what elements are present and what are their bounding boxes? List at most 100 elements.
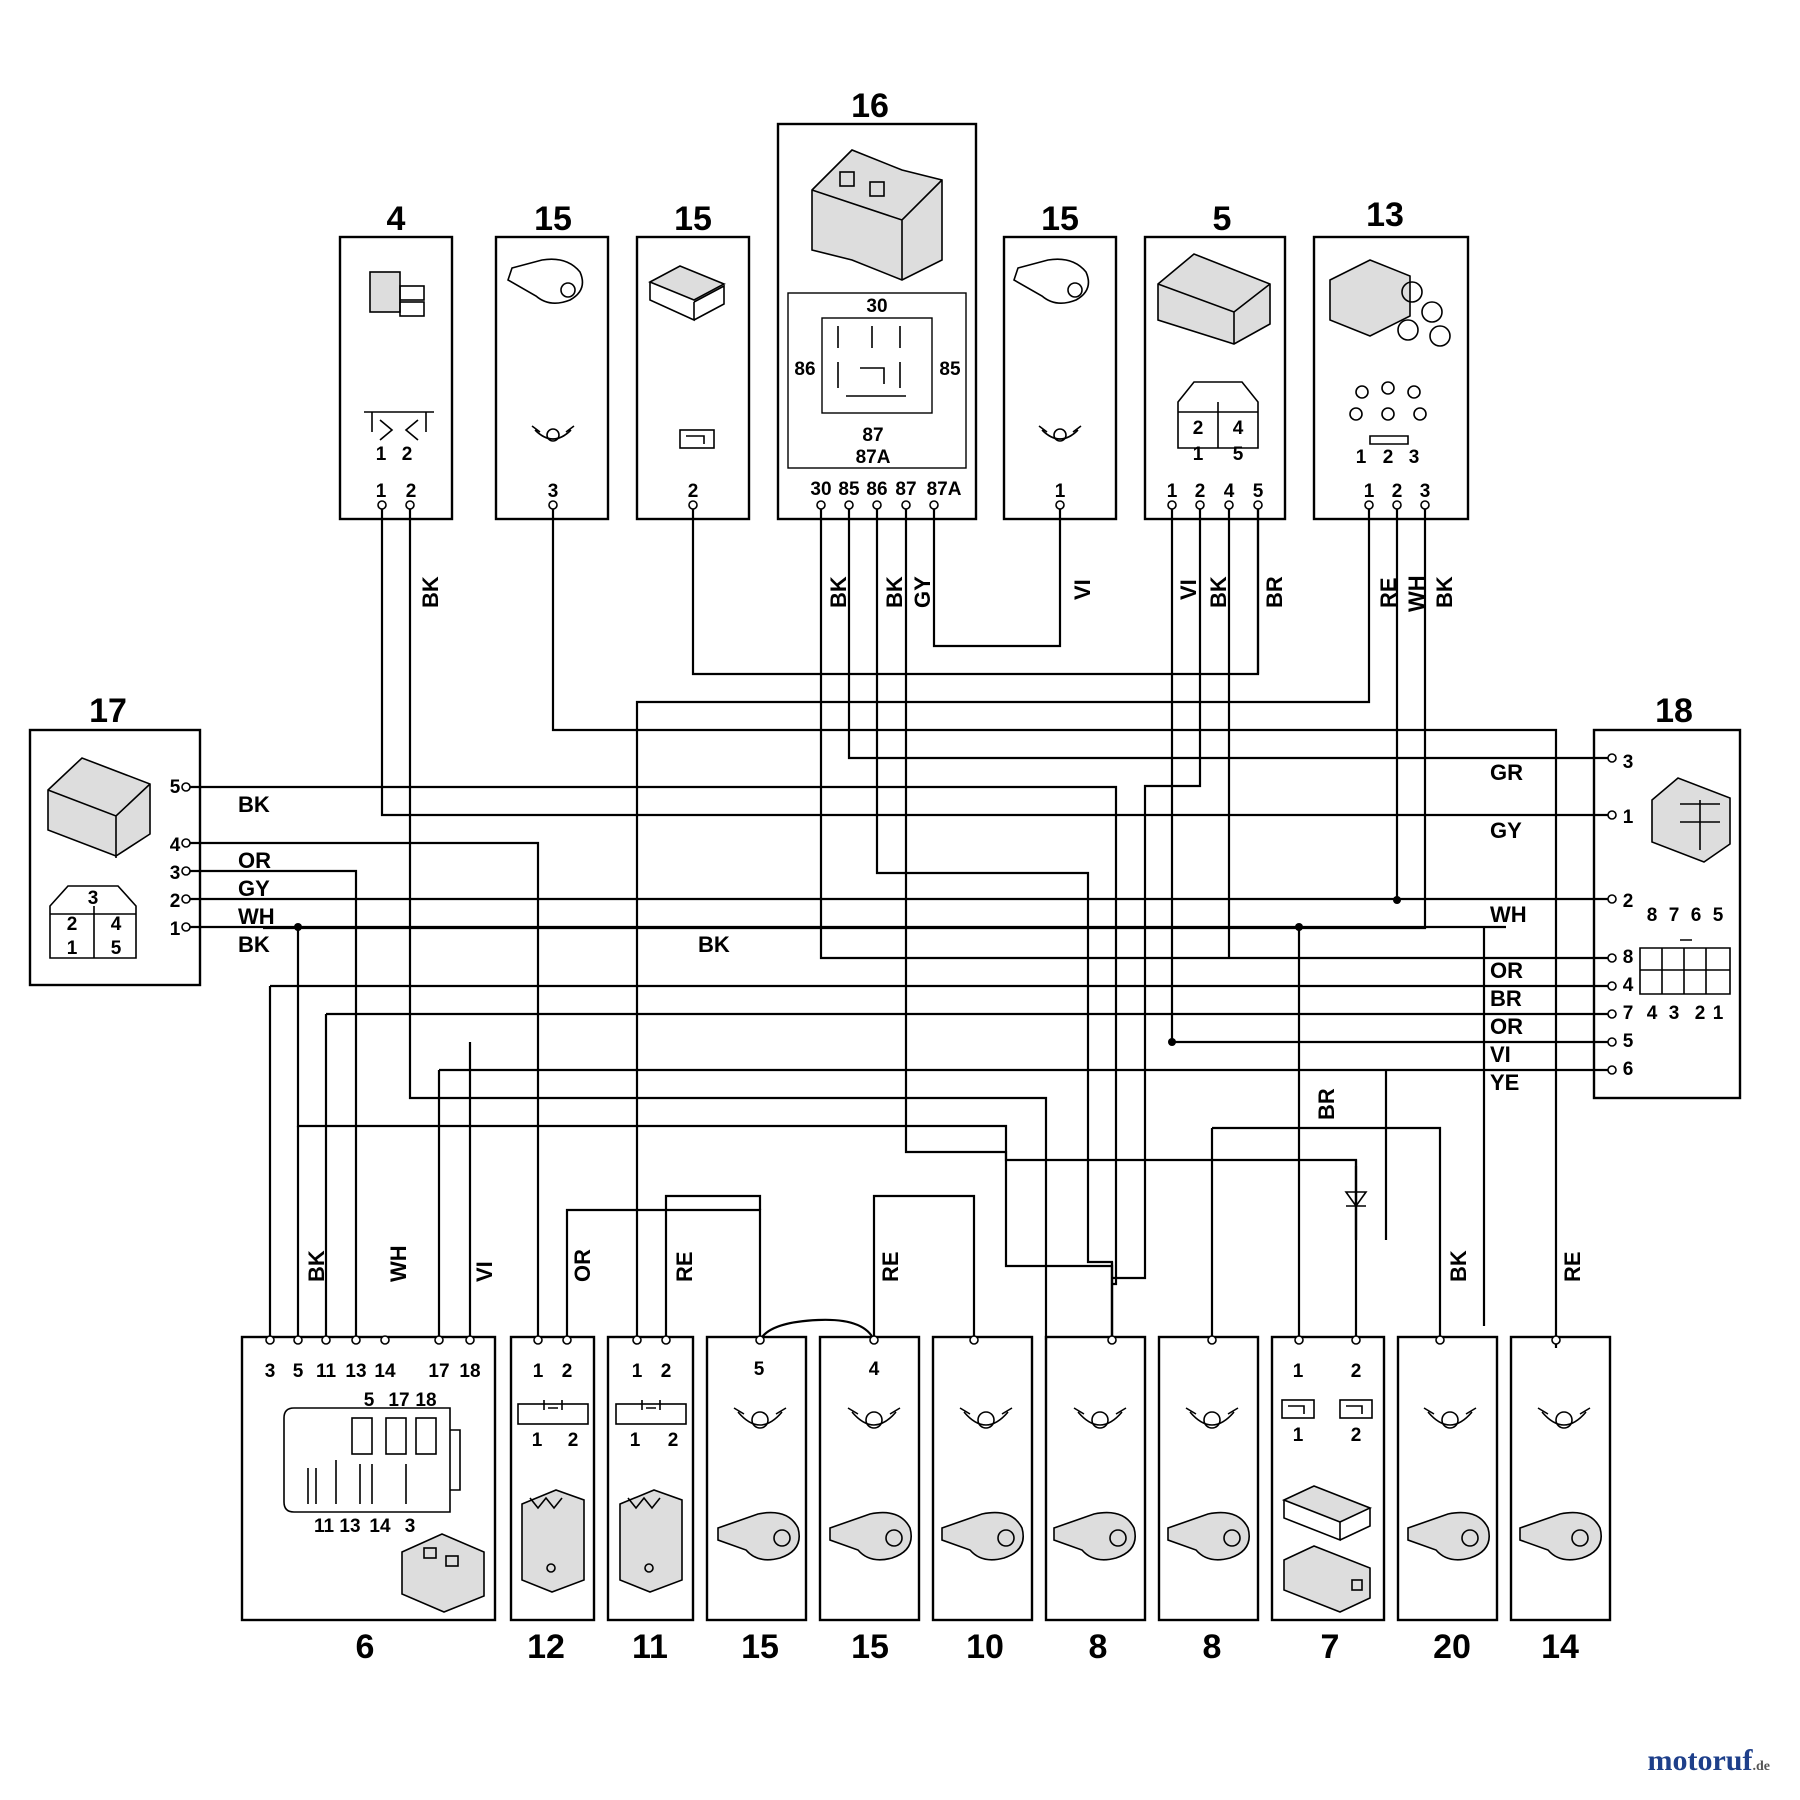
svg-text:1: 1 [1356,447,1367,468]
svg-text:2: 2 [1695,1003,1706,1024]
ecu-connector-icon [283,1407,485,1613]
connector-icon [364,271,434,441]
wire-label: BK [1446,1250,1471,1282]
svg-text:13: 13 [1366,196,1404,234]
svg-text:5: 5 [1623,1031,1634,1052]
svg-text:1: 1 [67,938,78,959]
svg-text:3: 3 [170,863,181,884]
svg-text:3: 3 [548,481,559,502]
svg-text:15: 15 [534,200,572,238]
wire-label: WH [1404,575,1429,612]
component-15-b: 15 2 [635,200,751,521]
svg-text:1: 1 [170,919,181,940]
svg-text:5: 5 [1713,905,1724,926]
component-13: 13 1 2 3 1 2 3 [1312,196,1470,521]
connector-housing-icon [1651,777,1731,863]
svg-text:14: 14 [374,1361,396,1382]
svg-text:18: 18 [1655,692,1693,730]
svg-text:4: 4 [387,200,406,238]
svg-text:6: 6 [356,1628,375,1666]
component-5: 5 2 4 1 5 1 2 4 5 [1143,200,1287,521]
svg-text:3: 3 [1669,1003,1680,1024]
svg-text:7: 7 [1321,1628,1340,1666]
svg-text:2: 2 [1383,447,1394,468]
svg-text:3: 3 [405,1516,416,1537]
svg-text:4: 4 [1647,1003,1658,1024]
wire-label: OR [570,1249,595,1282]
svg-text:14: 14 [369,1516,391,1537]
svg-text:6: 6 [1623,1059,1634,1080]
svg-text:86: 86 [794,359,815,380]
svg-text:87A: 87A [856,447,891,468]
wire-label: RE [878,1251,903,1282]
svg-text:1: 1 [1713,1003,1724,1024]
svg-text:13: 13 [345,1361,366,1382]
blade-connector-icon [1281,1485,1373,1613]
svg-text:1: 1 [376,481,387,502]
svg-text:8: 8 [1089,1628,1108,1666]
svg-text:20: 20 [1433,1628,1471,1666]
svg-text:4: 4 [1224,481,1235,502]
svg-text:1: 1 [532,1430,543,1451]
ring-terminal-icon [1519,1407,1602,1561]
ring-terminal-icon [717,1407,800,1561]
svg-text:1: 1 [1293,1425,1304,1446]
component-17: 17 3 2 4 1 5 5 4 3 2 1 [28,692,202,987]
svg-text:1: 1 [376,444,387,465]
svg-text:17: 17 [388,1390,409,1411]
svg-text:15: 15 [674,200,712,238]
svg-text:18: 18 [415,1390,436,1411]
component-20: 20 [1396,1335,1499,1666]
component-15-a: 15 3 [494,200,610,521]
wire-color-labels: BK BK BK GY VI VI BK BR RE WH BK BK OR G… [238,575,1585,1282]
svg-text:10: 10 [966,1628,1004,1666]
wire-label: YE [1490,1070,1519,1095]
svg-text:4: 4 [1233,418,1244,439]
wires [183,505,1610,1348]
svg-text:8: 8 [1623,947,1634,968]
svg-text:2: 2 [688,481,699,502]
svg-text:87A: 87A [927,479,962,500]
component-12: 12 1 2 1 2 [509,1335,596,1666]
ring-terminal-icon [829,1407,912,1561]
connector-icon [619,1489,683,1593]
wire-label: RE [1560,1251,1585,1282]
svg-text:30: 30 [810,479,831,500]
relay-socket-icon [811,149,943,281]
svg-text:5: 5 [293,1361,304,1382]
svg-text:1: 1 [1055,481,1066,502]
svg-text:2: 2 [1195,481,1206,502]
svg-text:2: 2 [1193,418,1204,439]
diode-symbol [1344,1190,1368,1240]
svg-text:85: 85 [939,359,961,380]
svg-text:15: 15 [1041,200,1079,238]
wire-label: GY [238,876,270,901]
wire-label: BK [826,576,851,608]
svg-text:3: 3 [88,888,99,909]
wire-label: VI [1490,1042,1511,1067]
svg-text:14: 14 [1541,1628,1579,1666]
wire-label: VI [1070,579,1095,600]
svg-text:2: 2 [661,1361,672,1382]
connector-icon [521,1489,585,1593]
svg-text:1: 1 [1623,807,1634,828]
svg-text:15: 15 [741,1628,779,1666]
svg-text:85: 85 [838,479,860,500]
wire-label: BK [238,792,270,817]
wire-label: BK [698,932,730,957]
wire-label: BK [882,576,907,608]
component-7: 7 1 2 1 2 [1270,1335,1386,1666]
wire-label: BK [1432,576,1457,608]
svg-text:2: 2 [568,1430,579,1451]
svg-text:1: 1 [1167,481,1178,502]
component-18: 18 8 7 6 5 4 3 2 1 3 1 2 8 4 7 5 6 [1592,692,1742,1100]
svg-text:18: 18 [459,1361,480,1382]
component-14: 14 [1509,1335,1612,1666]
svg-text:2: 2 [406,481,417,502]
svg-text:5: 5 [1233,444,1244,465]
wire-label: BK [1206,576,1231,608]
svg-text:2: 2 [1351,1425,1362,1446]
svg-text:2: 2 [1623,891,1634,912]
ring-terminal-icon [941,1407,1024,1561]
svg-text:86: 86 [866,479,887,500]
